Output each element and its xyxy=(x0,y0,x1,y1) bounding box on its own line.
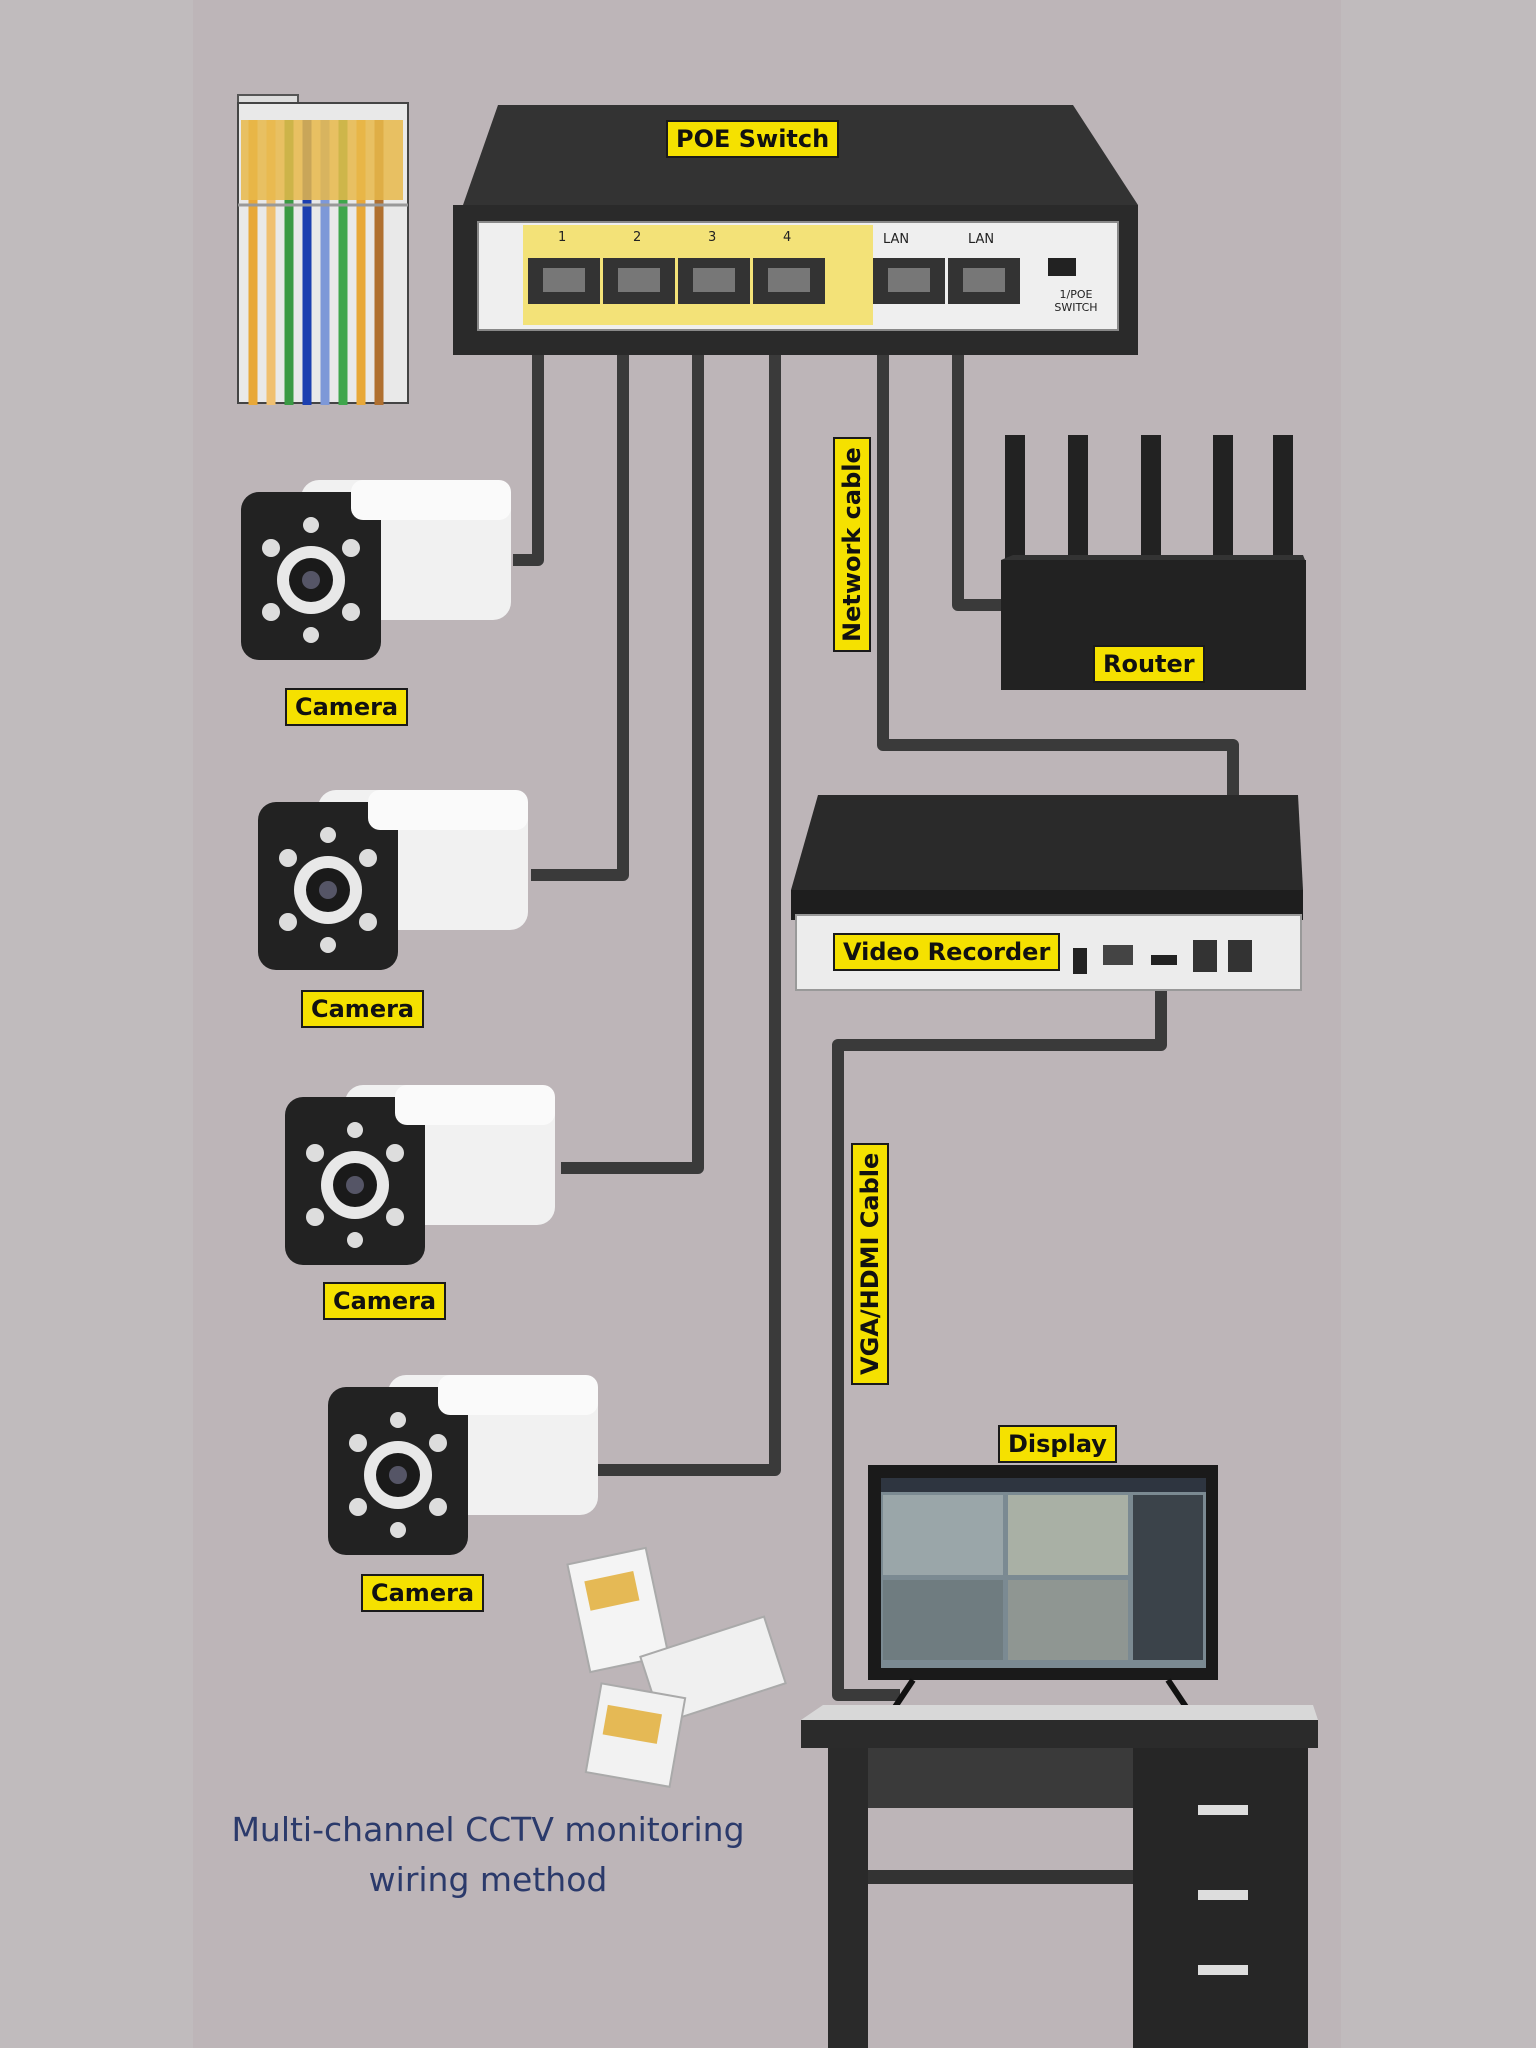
cable-port3-camera3 xyxy=(561,290,704,1174)
cable-recorder-display xyxy=(832,990,1167,1701)
network-cable-label: Network cable xyxy=(833,437,871,652)
desk xyxy=(801,1705,1318,2048)
cable-port2-camera2 xyxy=(531,290,629,881)
camera-4-label: Camera xyxy=(361,1574,485,1612)
rj45-coupler-icon xyxy=(566,1546,787,1788)
camera-3-label: Camera xyxy=(323,1282,447,1320)
camera-2-icon xyxy=(258,790,528,970)
camera-1-icon xyxy=(241,480,511,660)
switch-port-3-text: 3 xyxy=(708,230,717,245)
switch-port-4-text: 4 xyxy=(783,230,792,245)
camera-2-label: Camera xyxy=(301,990,425,1028)
diagram-graphics xyxy=(237,94,1318,2048)
switch-mode-text: 1/POE SWITCH xyxy=(1054,288,1098,314)
caption-line-1: Multi-channel CCTV monitoring xyxy=(231,1810,745,1849)
switch-port-1-text: 1 xyxy=(558,230,567,245)
display-monitor xyxy=(868,1465,1218,1712)
caption-line-2: wiring method xyxy=(368,1860,608,1899)
poe-switch-label: POE Switch xyxy=(666,120,840,158)
rj45-plug-icon xyxy=(237,94,409,405)
switch-uplink-1-text: LAN xyxy=(883,232,910,247)
switch-uplink-2-text: LAN xyxy=(968,232,995,247)
cable-port4-camera4 xyxy=(598,290,781,1476)
switch-port-2-text: 2 xyxy=(633,230,642,245)
camera-4-icon xyxy=(328,1375,598,1555)
diagram-caption: Multi-channel CCTV monitoring wiring met… xyxy=(223,1805,753,1905)
camera-3-icon xyxy=(285,1085,555,1265)
router-label: Router xyxy=(1093,645,1205,683)
cable-lan-router xyxy=(952,290,1003,611)
camera-1-label: Camera xyxy=(285,688,409,726)
diagram-canvas: POE Switch Router Camera Camera Camera C… xyxy=(193,0,1341,2048)
router xyxy=(1001,435,1306,690)
video-recorder-label: Video Recorder xyxy=(833,933,1061,971)
cable-port1-camera1 xyxy=(513,290,544,566)
display-label: Display xyxy=(998,1425,1117,1463)
vga-hdmi-cable-label: VGA/HDMI Cable xyxy=(851,1142,889,1385)
